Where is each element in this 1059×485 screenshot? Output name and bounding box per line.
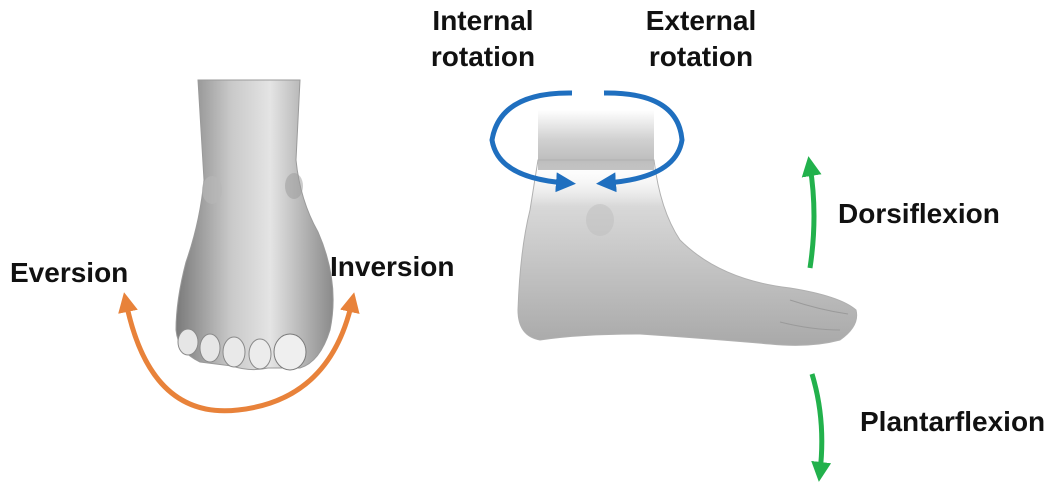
foot-front-view-illustration bbox=[176, 80, 333, 370]
ankle-side-view-illustration bbox=[518, 110, 857, 345]
external-rotation-line1: External bbox=[634, 3, 768, 39]
dorsiflexion-label: Dorsiflexion bbox=[838, 196, 1000, 232]
eversion-label: Eversion bbox=[10, 255, 128, 291]
internal-rotation-line2: rotation bbox=[418, 39, 548, 75]
external-rotation-line2: rotation bbox=[634, 39, 768, 75]
external-rotation-label: External rotation bbox=[634, 3, 768, 75]
dorsiflexion-arrow bbox=[810, 166, 814, 268]
internal-rotation-label: Internal rotation bbox=[418, 3, 548, 75]
internal-rotation-line1: Internal bbox=[418, 3, 548, 39]
inversion-label: Inversion bbox=[330, 249, 454, 285]
plantarflexion-arrow bbox=[812, 374, 822, 472]
plantarflexion-label: Plantarflexion bbox=[860, 404, 1045, 440]
